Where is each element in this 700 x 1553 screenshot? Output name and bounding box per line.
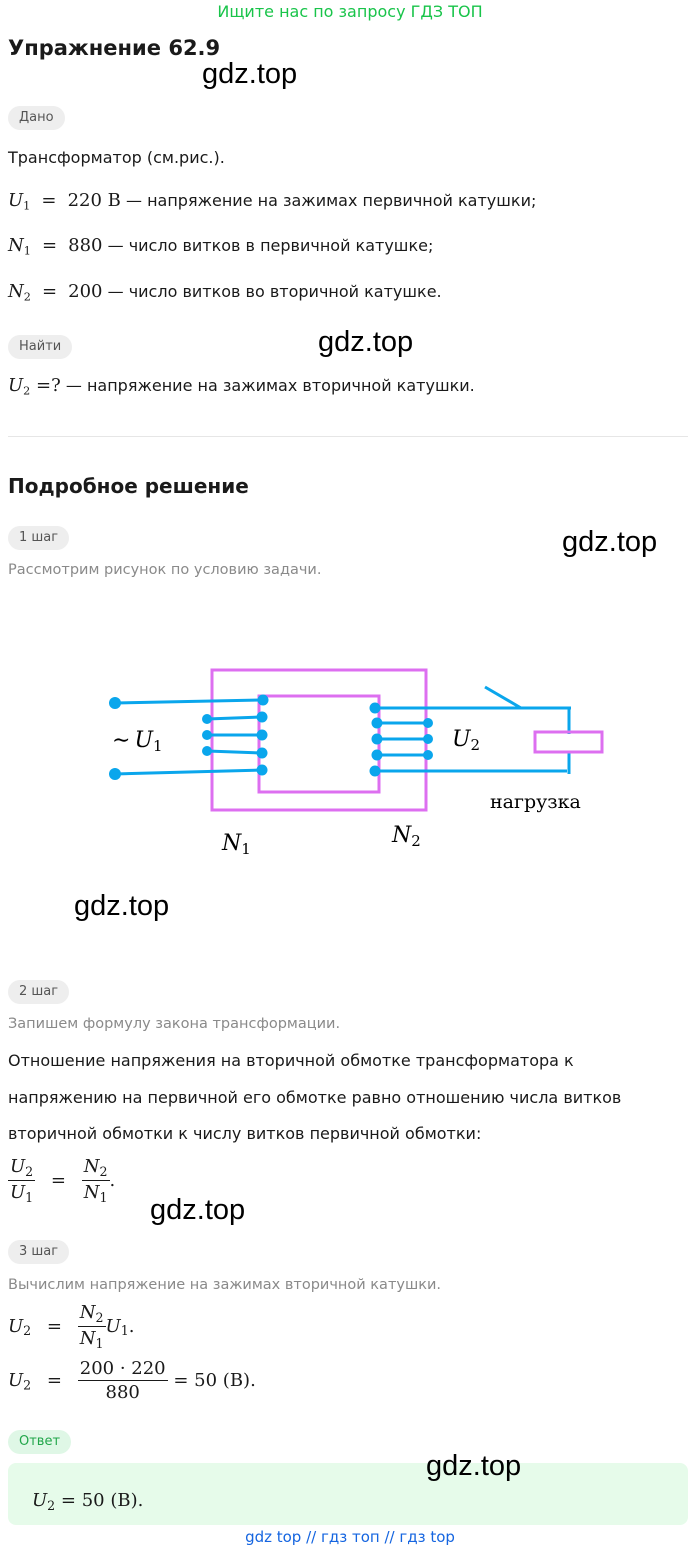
secondary-winding: [375, 685, 571, 774]
step-2-para-2: напряжению на первичной его обмотке равн…: [8, 1088, 622, 1107]
step-2-para-3: вторичной обмотки к числу витков первичн…: [8, 1124, 482, 1143]
given-line-3: N2 = 200 — число витков во вторичной кат…: [8, 281, 442, 304]
load-resistor: [533, 730, 604, 754]
core-inner: [257, 694, 381, 794]
n2-label: N2: [391, 823, 421, 850]
n1-label: N1: [221, 831, 251, 858]
answer-chip: Ответ: [8, 1430, 72, 1454]
step-1-chip: 1 шаг: [8, 526, 70, 550]
given-intro: Трансформатор (см.рис.).: [8, 148, 225, 167]
given-line-2: N1 = 880 — число витков в первичной кату…: [8, 235, 434, 258]
u2-label: U2: [452, 727, 480, 754]
step-2-para-1: Отношение напряжения на вторичной обмотк…: [8, 1051, 574, 1070]
top-banner: Ищите нас по запросу ГДЗ ТОП: [217, 2, 483, 21]
u1-label: ∼U1: [112, 728, 163, 755]
step-2-chip: 2 шаг: [8, 980, 70, 1004]
fraction-n: N2 N1: [81, 1156, 110, 1205]
step-3-text: Вычислим напряжение на зажимах вторичной…: [8, 1277, 442, 1293]
load-label: нагрузка: [490, 791, 581, 813]
given-line-1: U1 = 220 В — напряжение на зажимах перви…: [8, 190, 537, 213]
formula-u2: U2 = N2 N1 U1.: [8, 1302, 135, 1351]
step-1-text: Рассмотрим рисунок по условию задачи.: [8, 562, 322, 578]
primary-dots: [109, 694, 269, 780]
page-title: Упражнение 62.9: [8, 36, 221, 60]
answer-box: [8, 1463, 688, 1525]
answer-value: U2 = 50 (В).: [32, 1490, 144, 1513]
watermark: gdz.top: [318, 326, 414, 358]
solution-heading: Подробное решение: [8, 474, 249, 498]
transformation-formula: U2 U1 = N2 N1 .: [8, 1156, 116, 1205]
watermark: gdz.top: [202, 58, 298, 90]
step-3-chip: 3 шаг: [8, 1240, 70, 1264]
secondary-dots: [369, 702, 433, 777]
watermark: gdz.top: [74, 890, 170, 922]
step-2-text: Запишем формулу закона трансформации.: [8, 1016, 341, 1032]
find-line: U2 =? — напряжение на зажимах вторичной …: [8, 375, 475, 398]
watermark: gdz.top: [426, 1450, 522, 1482]
formula-u2-numeric: U2 = 200 · 220 880 = 50 (В).: [8, 1358, 256, 1403]
given-desc: — напряжение на зажимах первичной катушк…: [120, 191, 537, 210]
transformer-diagram: ∼U1 U2 N1 N2 нагрузка: [109, 668, 604, 858]
given-value: 220 В: [67, 190, 121, 211]
footer-links[interactable]: gdz top // гдз топ // гдз top: [245, 1528, 455, 1546]
given-chip: Дано: [8, 106, 65, 130]
divider: [8, 436, 688, 437]
fraction-u: U2 U1: [8, 1156, 36, 1205]
watermark: gdz.top: [562, 526, 658, 558]
find-chip: Найти: [8, 335, 73, 359]
primary-winding: [114, 698, 264, 776]
watermark: gdz.top: [150, 1194, 246, 1226]
given-symbol: U: [8, 190, 24, 211]
